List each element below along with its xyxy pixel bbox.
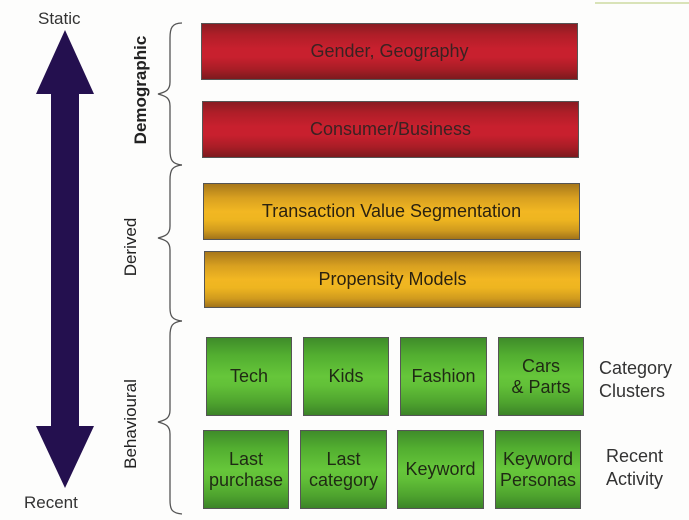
axis-bottom-label: Recent [24, 493, 78, 512]
tile-last-category: Last category [300, 430, 387, 509]
tile-label-line1: Last [326, 448, 361, 469]
derived-bar-transaction-value: Transaction Value Segmentation [203, 183, 580, 240]
tile-label-line1: Cars [521, 355, 560, 376]
row-label-line1: Category [599, 358, 673, 378]
tile-kids: Kids [303, 337, 389, 416]
top-divider-line [595, 2, 689, 4]
demographic-bar-consumer-business: Consumer/Business [202, 101, 579, 158]
row-label-line1: Recent [606, 446, 664, 466]
brace-behavioural [157, 320, 183, 515]
tile-label-line2: purchase [208, 469, 284, 490]
tile-label: Kids [328, 366, 364, 386]
tile-label: Keyword [405, 459, 476, 479]
tile-label-line1: Keyword [502, 448, 574, 469]
tile-last-purchase: Last purchase [203, 430, 289, 509]
double-arrow-icon [36, 30, 94, 488]
row-label-recent-activity: Recent Activity [606, 445, 663, 491]
bar-label: Consumer/Business [309, 119, 472, 139]
group-braces [157, 22, 183, 515]
bar-label: Propensity Models [318, 269, 467, 289]
bar-label: Gender, Geography [310, 41, 469, 61]
brace-demographic [157, 22, 183, 166]
brace-derived [157, 164, 183, 322]
tile-label-line2: & Parts [511, 376, 571, 397]
bar-label: Transaction Value Segmentation [261, 201, 522, 221]
tile-keyword: Keyword [397, 430, 484, 509]
group-label-behavioural: Behavioural [121, 379, 140, 469]
tile-label-line2: Personas [499, 469, 577, 490]
row-label-category-clusters: Category Clusters [599, 357, 672, 403]
group-label-demographic: Demographic [131, 35, 150, 145]
derived-bar-propensity-models: Propensity Models [204, 251, 581, 308]
group-label-derived: Derived [121, 217, 140, 277]
row-label-line2: Activity [606, 469, 664, 489]
tile-cars-parts: Cars & Parts [498, 337, 584, 416]
tile-label: Tech [229, 366, 269, 386]
vertical-double-arrow [36, 30, 94, 488]
tile-label-line2: category [308, 469, 379, 490]
tile-label-line1: Last [228, 448, 264, 469]
demographic-bar-gender-geography: Gender, Geography [201, 23, 578, 80]
row-label-line2: Clusters [599, 381, 666, 401]
tile-keyword-personas: Keyword Personas [495, 430, 581, 509]
tile-fashion: Fashion [400, 337, 487, 416]
axis-top-label: Static [38, 9, 81, 28]
tile-tech: Tech [206, 337, 292, 416]
tile-label: Fashion [411, 366, 476, 386]
